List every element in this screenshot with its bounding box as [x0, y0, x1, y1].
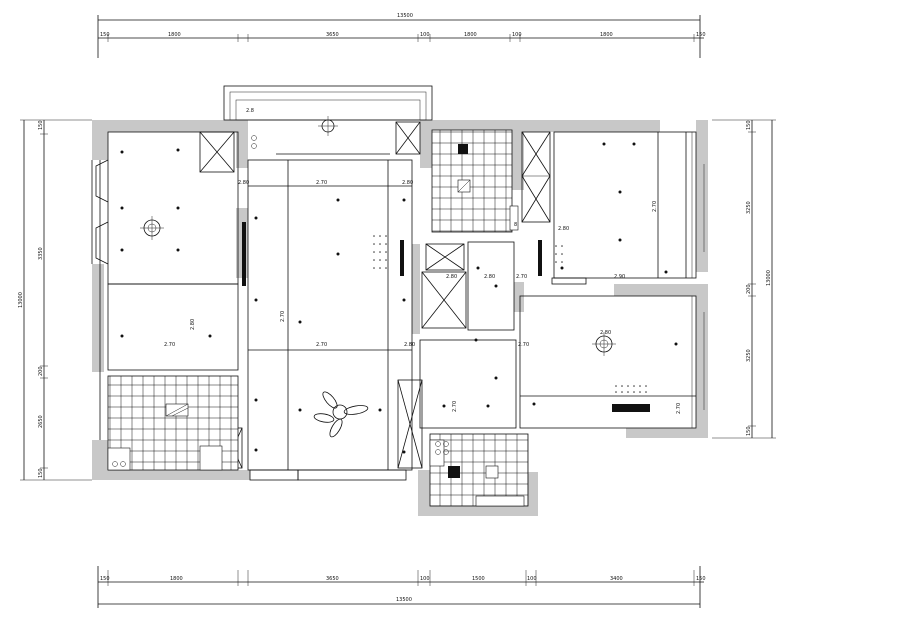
left-seg-1: 150	[38, 120, 44, 130]
label-corridor-d: 2.70	[452, 401, 458, 412]
left-total-dim: 13000	[18, 292, 24, 308]
label-bedroom-right-side: 2.70	[652, 201, 658, 212]
left-seg-4: 2650	[38, 415, 44, 428]
label-corner: 2.80	[558, 226, 569, 232]
label-corridor-c: 2.80	[446, 274, 457, 280]
bottom-seg-5: 1500	[472, 576, 485, 582]
ceiling-lamp-icon	[592, 332, 616, 356]
label-dining: 2.70	[516, 274, 527, 280]
left-seg-5: 150	[38, 468, 44, 478]
label-hall-left: 2.80	[238, 180, 249, 186]
label-living-side: 2.70	[280, 311, 286, 322]
label-bedroom-right-top: 2.90	[614, 274, 625, 280]
bottom-dimension-chain: 150 1800 3650 100 1500 100 3400 150 1350…	[97, 566, 706, 608]
cabinet-icon	[425, 243, 465, 271]
balcony-top-label: 2.8	[246, 108, 254, 114]
stove-icon	[251, 135, 449, 455]
label-corridor-b: 2.80	[484, 274, 495, 280]
top-seg-6: 100	[512, 32, 522, 38]
bottom-seg-4: 100	[420, 576, 430, 582]
label-notes-small: 8	[514, 222, 517, 228]
label-living-top: 2.70	[316, 180, 327, 186]
label-bedroom-left-mid: 2.70	[164, 342, 175, 348]
wardrobe-icon	[521, 131, 551, 223]
bottom-seg-6: 100	[527, 576, 537, 582]
left-seg-2: 3350	[38, 247, 44, 260]
label-bedroom-right-bot: 2.80	[600, 330, 611, 336]
ceiling-lamp-icon	[140, 216, 164, 240]
spot-light-grid	[373, 235, 647, 393]
right-dimension-chain: 150 3250 200 3250 150 13000	[712, 119, 776, 439]
kitchen-tiles	[107, 375, 239, 471]
right-total-dim: 13000	[766, 270, 772, 286]
top-seg-5: 1800	[464, 32, 477, 38]
bottom-total-dim: 13500	[396, 597, 412, 603]
bottom-seg-3: 3650	[326, 576, 339, 582]
left-seg-3: 200	[38, 366, 44, 376]
right-seg-1: 150	[746, 120, 752, 130]
room-labels: 2.70 2.80 2.80 2.70 2.70 2.70 2.80 2.80 …	[164, 180, 682, 414]
bathroom-top-tiles	[431, 129, 519, 233]
top-seg-2: 1800	[168, 32, 181, 38]
downlight-icon	[120, 142, 678, 454]
top-seg-7: 1800	[600, 32, 613, 38]
room-outlines	[91, 131, 697, 481]
left-dimension-chain: 13000 150 3350 200 2650 150	[18, 119, 92, 481]
label-living-mid: 2.70	[316, 342, 327, 348]
right-seg-2: 3250	[746, 201, 752, 214]
bay-window	[95, 159, 109, 265]
top-seg-1: 150	[100, 32, 110, 38]
cabinet-icon	[199, 131, 235, 173]
top-seg-8: 150	[696, 32, 706, 38]
ceiling-lamp-icon	[318, 116, 338, 136]
cabinet-icon	[395, 121, 421, 155]
cabinet-icon	[421, 271, 467, 329]
top-dimension-chain: 13500 150 1800 3650 100 1800 100 1800 15…	[97, 13, 706, 58]
label-bedroom-left-bot: 2.80	[190, 319, 196, 330]
walls	[92, 120, 708, 516]
right-seg-5: 150	[746, 426, 752, 436]
ceiling-fan-icon	[313, 391, 369, 438]
top-seg-4: 100	[420, 32, 430, 38]
right-seg-4: 3250	[746, 349, 752, 362]
bottom-seg-1: 150	[100, 576, 110, 582]
top-seg-3: 3650	[326, 32, 339, 38]
label-bedroom-right-low: 2.70	[676, 403, 682, 414]
bathroom-bottom-tiles	[429, 433, 529, 507]
label-corridor-a: 2.80	[404, 342, 415, 348]
bottom-seg-8: 150	[696, 576, 706, 582]
bottom-seg-2: 1800	[170, 576, 183, 582]
right-seg-3: 200	[746, 284, 752, 294]
balcony-top: 2.8	[223, 85, 433, 136]
curtain-box	[691, 132, 705, 428]
label-corridor-e: 2.70	[518, 342, 529, 348]
black-strips	[242, 222, 650, 412]
wardrobe-icon	[397, 379, 423, 469]
label-hall-right: 2.80	[402, 180, 413, 186]
bottom-seg-7: 3400	[610, 576, 623, 582]
top-total-dim: 13500	[397, 13, 413, 19]
